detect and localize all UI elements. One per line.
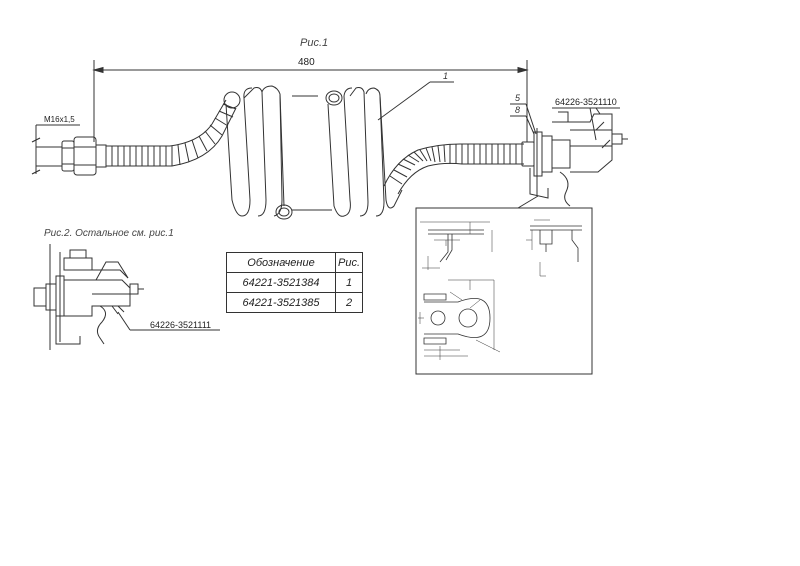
right-corrugated-hose — [383, 143, 524, 195]
thread-dimension-label: M16x1,5 — [44, 115, 75, 124]
right-coil-group — [325, 87, 403, 217]
designation-table: Обозначение Рис. 64221-3521384 1 64221-3… — [226, 252, 363, 313]
row-fig: 1 — [335, 272, 363, 293]
thread-dimension: M16x1,5 — [31, 115, 80, 175]
callout-5-label: 5 — [515, 93, 521, 103]
fig1-title: Рис.1 — [300, 37, 328, 49]
right-fitting-assembly — [521, 107, 628, 207]
left-corrugated-hose — [106, 99, 237, 167]
row-fig: 2 — [335, 292, 363, 313]
callout-1-label: 1 — [443, 71, 448, 81]
part-label-right: 64226-3521110 — [552, 97, 620, 141]
table-header-row: Обозначение Рис. — [226, 252, 363, 273]
callout-1: 1 — [377, 71, 454, 121]
part-label-right-text: 64226-3521110 — [555, 97, 617, 107]
left-fitting — [36, 136, 107, 176]
fig2-caption: Рис.2. Остальное см. рис.1 — [44, 228, 174, 239]
row-designation: 64221-3521384 — [226, 272, 336, 293]
part-label-fig2: 64226-3521111 — [150, 320, 211, 330]
left-coil-group — [223, 85, 332, 220]
callout-5-8: 5 8 — [510, 93, 537, 135]
row-designation: 64221-3521385 — [226, 292, 336, 313]
length-dimension-value: 480 — [298, 57, 315, 68]
table-row: 64221-3521385 2 — [226, 292, 363, 313]
length-dimension: 480 — [92, 57, 529, 142]
table-row: 64221-3521384 1 — [226, 272, 363, 293]
fig2-fitting: 64226-3521111 — [33, 244, 220, 350]
detail-view — [415, 195, 593, 375]
header-fig: Рис. — [335, 252, 363, 273]
header-designation: Обозначение — [226, 252, 336, 273]
callout-8-label: 8 — [515, 105, 520, 115]
